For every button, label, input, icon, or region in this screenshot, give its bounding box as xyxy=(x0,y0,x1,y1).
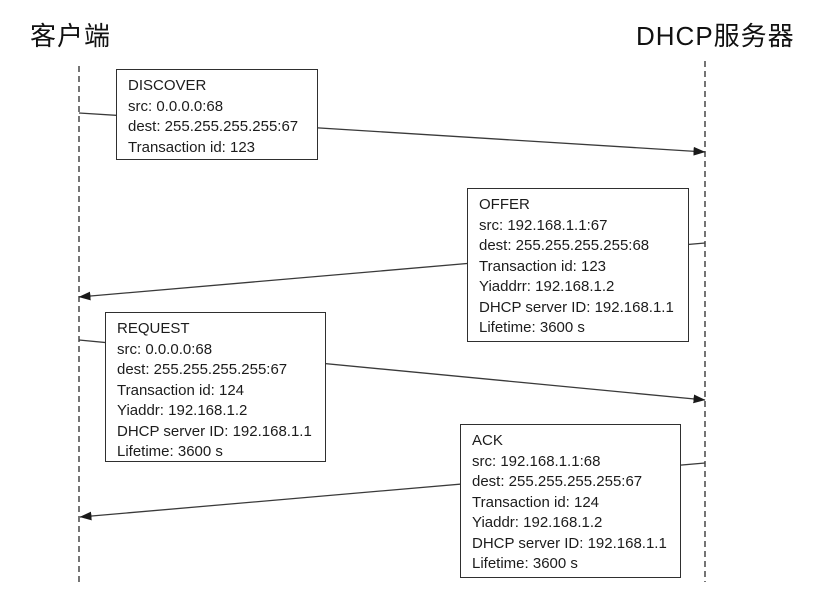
ack-lifetime: Lifetime: 3600 s xyxy=(472,555,578,572)
request-title: REQUEST xyxy=(117,320,190,337)
discover-transaction-id: Transaction id: 123 xyxy=(128,138,256,156)
request-server-id: DHCP server ID: 192.168.1.1 xyxy=(117,422,312,440)
ack-message-box: ACK src: 192.168.1.1:68 dest: 255.255.25… xyxy=(460,424,681,578)
offer-message-box: OFFER src: 192.168.1.1:67 dest: 255.255.… xyxy=(467,188,689,342)
discover-title: DISCOVER xyxy=(128,77,207,94)
offer-src: src: 192.168.1.1:67 xyxy=(479,216,608,234)
offer-lifetime: Lifetime: 3600 s xyxy=(479,319,585,336)
discover-src: src: 0.0.0.0:68 xyxy=(128,97,224,115)
ack-src: src: 192.168.1.1:68 xyxy=(472,452,601,470)
ack-yiaddr: Yiaddr: 192.168.1.2 xyxy=(472,514,603,531)
request-yiaddr: Yiaddr: 192.168.1.2 xyxy=(117,402,248,419)
discover-message-box: DISCOVER src: 0.0.0.0:68 dest: 255.255.2… xyxy=(116,69,318,160)
ack-server-id: DHCP server ID: 192.168.1.1 xyxy=(472,534,667,552)
request-transaction-id: Transaction id: 124 xyxy=(117,381,245,399)
request-dest: dest: 255.255.255.255:67 xyxy=(117,361,288,378)
request-message-box: REQUEST src: 0.0.0.0:68 dest: 255.255.25… xyxy=(105,312,326,462)
offer-server-id: DHCP server ID: 192.168.1.1 xyxy=(479,298,674,316)
ack-dest: dest: 255.255.255.255:67 xyxy=(472,473,643,490)
request-lifetime: Lifetime: 3600 s xyxy=(117,443,223,460)
offer-title: OFFER xyxy=(479,196,530,213)
offer-yiaddr: Yiaddrr: 192.168.1.2 xyxy=(479,278,615,295)
ack-transaction-id: Transaction id: 124 xyxy=(472,493,600,511)
ack-title: ACK xyxy=(472,432,503,449)
discover-dest: dest: 255.255.255.255:67 xyxy=(128,118,299,135)
client-actor-label: 客户端 xyxy=(30,21,112,51)
request-src: src: 0.0.0.0:68 xyxy=(117,340,213,358)
server-actor-label: DHCP服务器 xyxy=(636,21,795,51)
offer-dest: dest: 255.255.255.255:68 xyxy=(479,237,650,254)
offer-transaction-id: Transaction id: 123 xyxy=(479,257,607,275)
